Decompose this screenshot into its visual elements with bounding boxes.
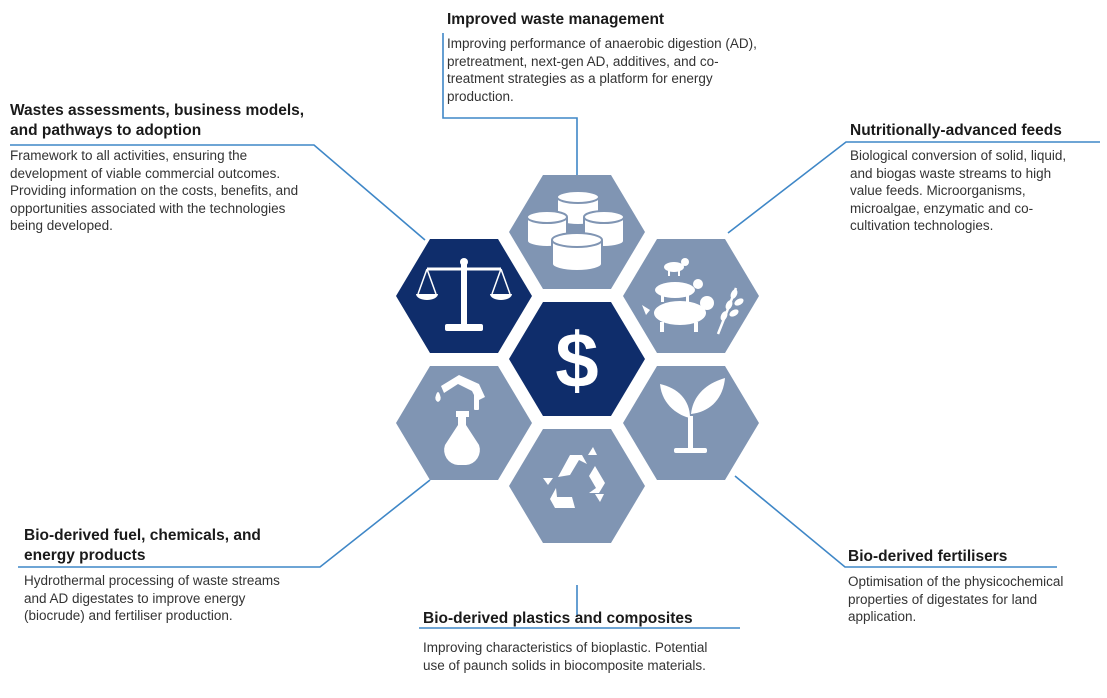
section-title: Bio-derived plastics and composites (423, 610, 693, 627)
section-waste-assessments: Wastes assessments, business models, and… (10, 101, 320, 235)
fuel-flask-icon (435, 375, 485, 465)
dollar-icon: $ (555, 316, 598, 404)
section-title: Bio-derived fertilisers (848, 548, 1008, 565)
section-body: Framework to all activities, ensuring th… (10, 148, 299, 233)
hex-bio-derived-plastics (509, 429, 645, 543)
connector-fuel (18, 479, 431, 568)
seedling-icon (660, 378, 725, 453)
section-body: Biological conversion of solid, liquid, … (850, 148, 1067, 233)
connector-waste-management (442, 33, 578, 178)
connector-lines (10, 33, 1100, 629)
livestock-wheat-icon (642, 258, 744, 335)
connector-feeds (727, 141, 1100, 234)
section-title: Improved waste management (447, 11, 665, 28)
section-body: Improving performance of anaerobic diges… (447, 36, 757, 104)
connector-assessments (10, 144, 426, 241)
section-title: Wastes assessments, business models, and… (10, 102, 305, 139)
section-bio-derived-fertilisers: Bio-derived fertilisers Optimisation of … (848, 547, 1098, 626)
section-improved-waste-management: Improved waste management Improving perf… (447, 10, 777, 105)
section-title: Nutritionally-advanced feeds (850, 122, 1062, 139)
section-bio-derived-plastics: Bio-derived plastics and composites Impr… (423, 609, 743, 674)
scales-icon (416, 258, 512, 331)
section-body: Improving characteristics of bioplastic.… (423, 640, 708, 673)
connector-fertilisers (734, 475, 1057, 568)
recycle-icon (543, 447, 605, 508)
section-body: Optimisation of the physicochemical prop… (848, 574, 1064, 624)
section-bio-derived-fuel: Bio-derived fuel, chemicals, and energy … (24, 526, 324, 625)
digester-tanks-icon (526, 190, 625, 272)
hex-nutritionally-advanced-feeds (623, 239, 759, 353)
section-title: Bio-derived fuel, chemicals, and energy … (24, 527, 261, 564)
section-nutritionally-advanced-feeds: Nutritionally-advanced feeds Biological … (850, 121, 1100, 235)
hex-center-dollar (509, 302, 645, 416)
section-body: Hydrothermal processing of waste streams… (24, 573, 280, 623)
